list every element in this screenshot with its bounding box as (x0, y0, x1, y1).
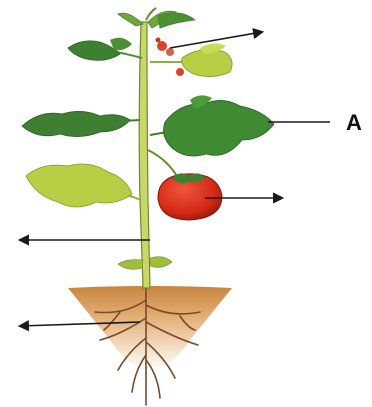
middle-left-leaf (22, 111, 140, 136)
top-shoot (118, 11, 195, 28)
upper-left-leaf (68, 38, 142, 61)
leaf-a (150, 95, 274, 156)
flowers (156, 38, 185, 77)
lower-left-leaf (26, 164, 141, 207)
fruit (148, 150, 222, 220)
label-a: A (346, 110, 362, 135)
stem (139, 8, 156, 288)
soil (68, 286, 232, 370)
label-a-group: A (268, 110, 362, 135)
